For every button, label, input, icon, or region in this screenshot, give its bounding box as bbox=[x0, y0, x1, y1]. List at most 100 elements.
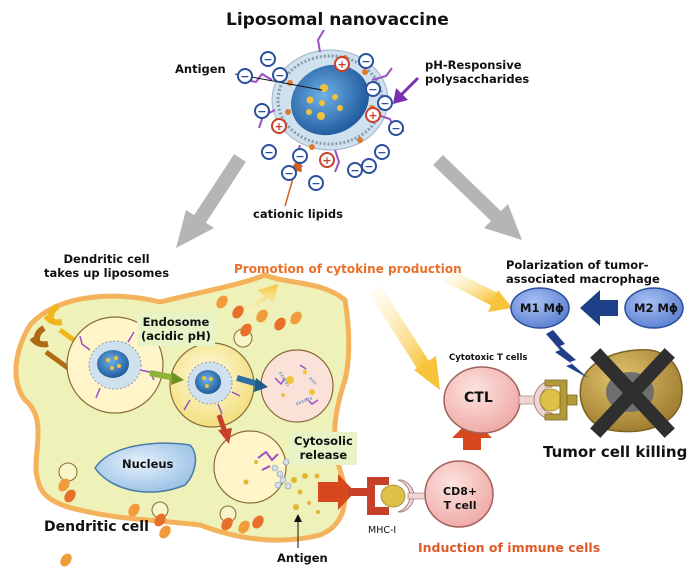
gray-arrow-right bbox=[433, 154, 522, 240]
negative-charge-icon-sign: − bbox=[257, 105, 266, 118]
lightning-bolt bbox=[546, 330, 588, 378]
negative-charge-icon bbox=[308, 175, 324, 191]
negative-charge-icon bbox=[388, 120, 404, 136]
negative-charge-icon bbox=[374, 144, 390, 160]
liposome-in-endosome-1 bbox=[79, 331, 155, 399]
cd8-t-cell bbox=[424, 460, 494, 528]
nucleus bbox=[94, 442, 197, 493]
uptake-label-line1: Dendritic cell bbox=[63, 252, 150, 266]
cytosolic-release-label: Cytosolic release bbox=[290, 432, 357, 465]
negative-charge-icon bbox=[237, 68, 253, 84]
negative-charge-icon bbox=[261, 144, 277, 160]
liposome-in-endosome-2 bbox=[183, 361, 241, 415]
positive-charge-icon-sign: + bbox=[337, 58, 346, 71]
uptake-label: Dendritic cell takes up liposomes bbox=[44, 252, 169, 281]
charge-markers: −−−−−−−−−−−−−−−++++ bbox=[237, 51, 404, 191]
negative-charge-icon-sign: − bbox=[377, 146, 386, 159]
mhc-i-complex bbox=[348, 477, 429, 515]
polysaccharide-label: pH-Responsive polysaccharides bbox=[425, 58, 529, 87]
positive-charge-icon bbox=[334, 56, 350, 72]
negative-charge-icon-sign: − bbox=[311, 177, 320, 190]
positive-charge-icon-sign: + bbox=[368, 109, 377, 122]
cytokine-particle bbox=[238, 520, 250, 534]
polysaccharide-label-line1: pH-Responsive bbox=[425, 58, 522, 72]
antigen-presentation-arrow bbox=[318, 474, 355, 510]
cytokine-arrow-up bbox=[244, 284, 278, 315]
negative-charge-icon bbox=[254, 103, 270, 119]
negative-charge-icon-sign: − bbox=[263, 53, 272, 66]
arrow-red-down bbox=[216, 414, 232, 444]
arrow-green bbox=[149, 370, 184, 385]
cytokine-particle bbox=[274, 317, 286, 331]
macrophage-heading-line2: associated macrophage bbox=[506, 272, 660, 287]
negative-charge-icon bbox=[361, 158, 377, 174]
negative-charge-icon-sign: − bbox=[361, 55, 370, 68]
positive-charge-icon-sign: + bbox=[322, 154, 331, 167]
cytokine-arrow-to-m1 bbox=[443, 268, 512, 312]
arrow-blue bbox=[236, 375, 268, 392]
negative-charge-icon-sign: − bbox=[368, 83, 377, 96]
tumor-antigen bbox=[539, 388, 563, 412]
cd8-label-line2: T cell bbox=[443, 498, 477, 512]
negative-charge-icon-sign: − bbox=[364, 160, 373, 173]
released-antigen-label: Antigen bbox=[277, 551, 328, 565]
cytokine-particles bbox=[58, 295, 302, 567]
negative-charge-icon-sign: − bbox=[240, 70, 249, 83]
dendritic-cell-label: Dendritic cell bbox=[44, 519, 149, 535]
negative-charge-icon bbox=[377, 95, 393, 111]
cytokine-production-label: Promotion of cytokine production bbox=[234, 262, 462, 276]
negative-charge-icon bbox=[365, 81, 381, 97]
cd8-label: CD8+ T cell bbox=[443, 485, 477, 513]
uptake-label-line2: takes up liposomes bbox=[44, 266, 170, 281]
negative-charge-icon bbox=[358, 53, 374, 69]
positive-charge-icon-sign: + bbox=[274, 120, 283, 133]
receptor-brown bbox=[29, 325, 70, 371]
cytokine-particle bbox=[240, 323, 252, 337]
m1-macrophage bbox=[510, 287, 570, 329]
tcr-stalk bbox=[518, 395, 536, 405]
arrow-cd8-to-ctl bbox=[452, 418, 492, 450]
endosome-label: Endosome (acidic pH) bbox=[137, 313, 215, 346]
disrupted-liposome-fragments bbox=[274, 364, 319, 406]
negative-charge-icon bbox=[272, 67, 288, 83]
cytokine-particle bbox=[159, 525, 171, 539]
negative-charge-icon-sign: − bbox=[391, 122, 400, 135]
polysaccharide-label-line2: polysaccharides bbox=[425, 72, 530, 87]
cytokine-particle bbox=[216, 295, 228, 309]
negative-charge-icon bbox=[281, 165, 297, 181]
antigen-label: Antigen bbox=[175, 62, 226, 76]
polysaccharide-arrow bbox=[393, 76, 420, 104]
cytokine-particle bbox=[221, 517, 233, 531]
cd8-label-line1: CD8+ bbox=[443, 485, 478, 498]
endosome-4-release bbox=[213, 430, 287, 504]
m1-label: M1 Mϕ bbox=[520, 301, 565, 315]
cytokine-particle bbox=[256, 309, 268, 323]
tumor-mhc bbox=[544, 379, 578, 421]
endosome-label-line1: Endosome bbox=[142, 315, 210, 329]
cationic-lipids-label: cationic lipids bbox=[253, 207, 344, 221]
cytokine-particle bbox=[128, 503, 140, 517]
cytokine-particle bbox=[60, 553, 72, 567]
cytokine-particle bbox=[252, 515, 264, 529]
negative-charge-icon-sign: − bbox=[295, 150, 304, 163]
positive-charge-icon bbox=[271, 118, 287, 134]
cytokine-particle bbox=[58, 478, 70, 492]
gray-arrow-left bbox=[176, 154, 246, 248]
negative-charge-icon-sign: − bbox=[284, 167, 293, 180]
endosome-label-line2: (acidic pH) bbox=[141, 329, 211, 344]
cytokine-particle bbox=[290, 311, 302, 325]
negative-charge-icon-sign: − bbox=[380, 97, 389, 110]
negative-charge-icon bbox=[260, 51, 276, 67]
released-antigen-particles bbox=[243, 450, 320, 514]
m2-label: M2 Mϕ bbox=[634, 301, 679, 315]
cytokine-particle bbox=[232, 305, 244, 319]
cytosolic-label-line1: Cytosolic bbox=[294, 434, 353, 448]
negative-charge-icon bbox=[292, 148, 308, 164]
tumor-killing-label: Tumor cell killing bbox=[543, 443, 688, 461]
nucleus-label: Nucleus bbox=[122, 457, 174, 471]
negative-charge-icon bbox=[347, 162, 363, 178]
negative-charge-icon-sign: − bbox=[350, 164, 359, 177]
positive-charge-icon bbox=[365, 107, 381, 123]
negative-charge-icon-sign: − bbox=[264, 146, 273, 159]
